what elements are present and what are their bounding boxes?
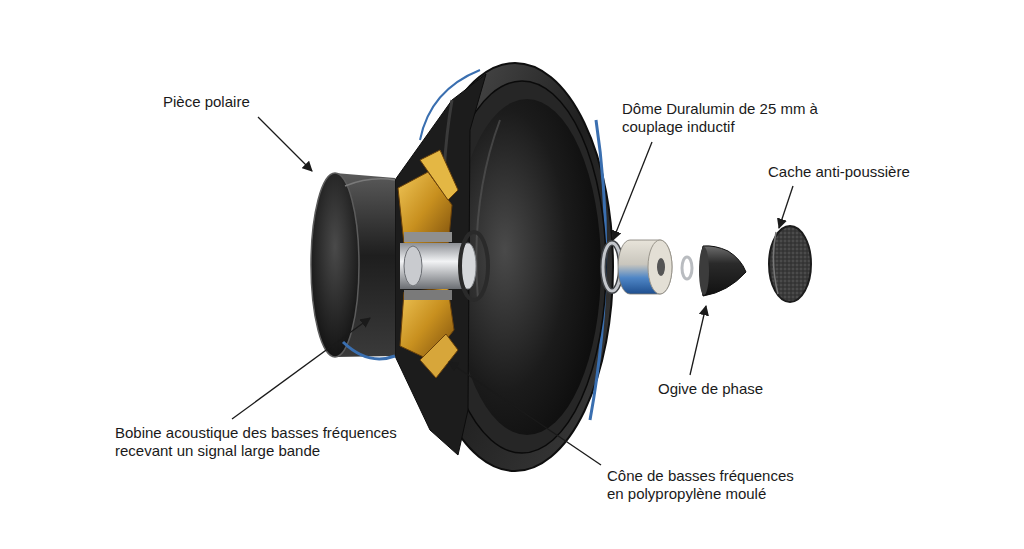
part-label: Cache anti-poussière — [768, 163, 910, 181]
part-label: Ogive de phase — [658, 380, 763, 398]
top-plate — [404, 232, 452, 242]
leader-line — [690, 306, 706, 375]
tweeter-dome-body — [618, 240, 672, 294]
magnet-edge — [345, 179, 395, 186]
pole-ring — [404, 246, 422, 286]
washer — [682, 257, 692, 279]
part-label: Pièce polaire — [163, 93, 250, 111]
leader-line — [779, 186, 793, 228]
dust-cap-highlight — [773, 232, 778, 294]
tweeter-dome-hole — [657, 258, 665, 276]
magnet-band — [343, 342, 395, 359]
top-plate — [404, 290, 452, 300]
leader-line — [258, 117, 312, 171]
basket-body — [395, 74, 486, 455]
phase-plug — [700, 246, 746, 296]
tweeter-dome-face — [648, 240, 672, 294]
leader-line — [613, 142, 652, 240]
motor-cutaway — [420, 150, 458, 200]
part-label: Dôme Duralumin de 25 mm à couplage induc… — [622, 100, 819, 136]
dust-cap — [769, 226, 811, 302]
bass-cone — [453, 99, 601, 435]
part-label: Bobine acoustique des basses fréquences … — [115, 424, 415, 460]
part-label: Cône de basses fréquences en polypropylè… — [607, 467, 807, 503]
motor-cutaway — [420, 334, 458, 378]
leader-line — [449, 362, 601, 465]
pole-shaft — [400, 243, 468, 289]
magnet-back — [311, 173, 359, 357]
voice-coil-former — [460, 232, 488, 300]
phase-plug-base — [699, 247, 709, 295]
leader-line — [232, 318, 370, 419]
